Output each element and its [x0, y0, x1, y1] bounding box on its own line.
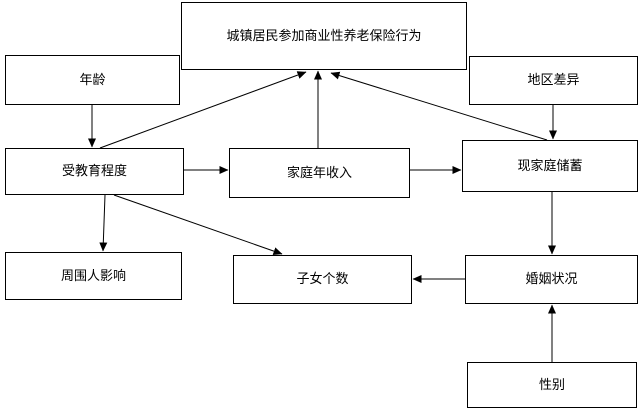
node-label: 婚姻状况: [525, 272, 578, 287]
node-label: 城镇居民参加商业性养老保险行为: [226, 28, 422, 44]
node-label: 受教育程度: [61, 164, 127, 179]
node-target-behavior: 城镇居民参加商业性养老保险行为: [181, 2, 467, 70]
node-label: 子女个数: [296, 272, 349, 287]
node-peers: 周围人影响: [5, 252, 182, 300]
node-age: 年龄: [5, 55, 180, 105]
node-marital: 婚姻状况: [465, 255, 638, 304]
node-label: 现家庭储蓄: [517, 158, 583, 174]
node-income: 家庭年收入: [229, 148, 410, 198]
node-label: 周围人影响: [60, 268, 126, 284]
node-education: 受教育程度: [5, 148, 184, 195]
node-label: 家庭年收入: [286, 165, 352, 181]
node-label: 性别: [538, 377, 565, 393]
arrow-education-to-children: [113, 194, 283, 255]
arrow-education-to-peers: [99, 194, 108, 252]
node-region: 地区差异: [469, 56, 638, 105]
node-label: 年龄: [79, 72, 106, 88]
node-label: 地区差异: [527, 73, 580, 88]
node-savings: 现家庭储蓄: [462, 140, 638, 192]
node-children: 子女个数: [233, 255, 412, 304]
node-gender: 性别: [467, 362, 637, 408]
